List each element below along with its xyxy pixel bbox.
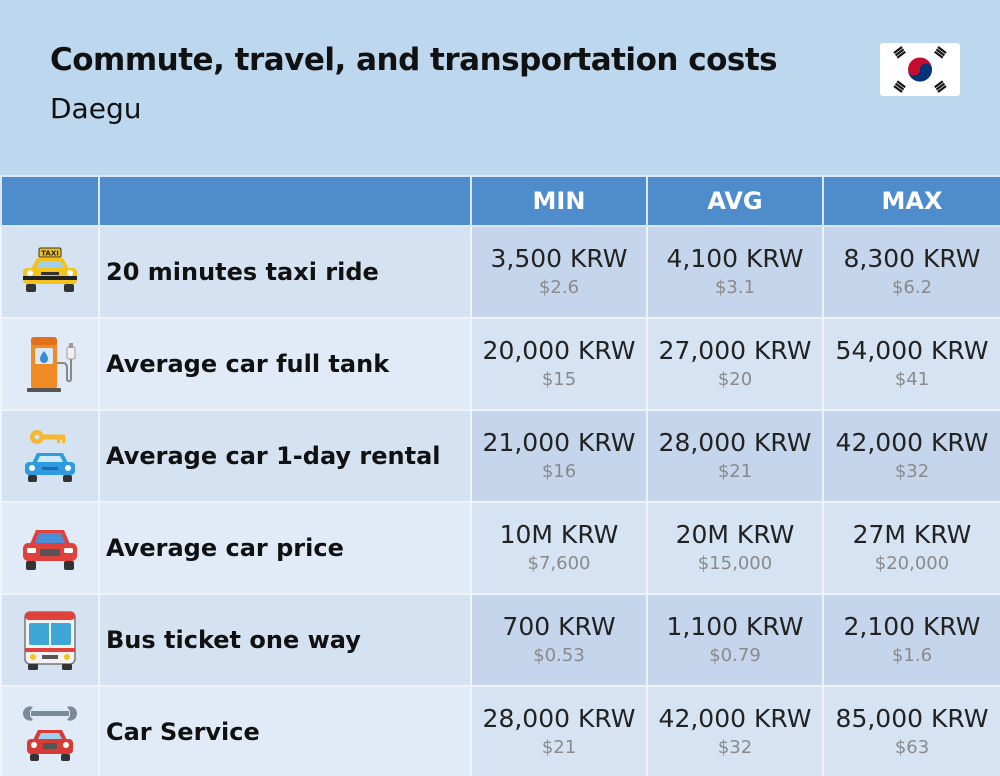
- avg-value-cell: 27,000 KRW $20: [646, 317, 824, 411]
- max-value-cell: 8,300 KRW $6.2: [822, 225, 1000, 319]
- krw-value: 28,000 KRW: [658, 428, 812, 457]
- table-row: Car Service 28,000 KRW $21 42,000 KRW $3…: [0, 685, 1000, 776]
- usd-value: $32: [717, 737, 753, 758]
- usd-value: $63: [894, 737, 930, 758]
- krw-value: 85,000 KRW: [835, 704, 989, 733]
- max-value-cell: 42,000 KRW $32: [822, 409, 1000, 503]
- krw-value: 8,300 KRW: [843, 244, 981, 273]
- usd-value: $32: [894, 461, 930, 482]
- usd-value: $41: [894, 369, 930, 390]
- usd-value: $20,000: [874, 553, 950, 574]
- krw-value: 20,000 KRW: [482, 336, 636, 365]
- header-min: MIN: [470, 175, 648, 227]
- usd-value: $15,000: [697, 553, 773, 574]
- avg-value-cell: 4,100 KRW $3.1: [646, 225, 824, 319]
- min-value-cell: 10M KRW $7,600: [470, 501, 648, 595]
- row-label: 20 minutes taxi ride: [98, 225, 472, 319]
- usd-value: $21: [541, 737, 577, 758]
- krw-value: 3,500 KRW: [490, 244, 628, 273]
- krw-value: 4,100 KRW: [666, 244, 804, 273]
- header-avg: AVG: [646, 175, 824, 227]
- min-value-cell: 20,000 KRW $15: [470, 317, 648, 411]
- max-value-cell: 2,100 KRW $1.6: [822, 593, 1000, 687]
- table-row: Average car price 10M KRW $7,600 20M KRW…: [0, 501, 1000, 595]
- bus-icon: [2, 608, 98, 672]
- avg-value-cell: 28,000 KRW $21: [646, 409, 824, 503]
- table-row: Average car full tank 20,000 KRW $15 27,…: [0, 317, 1000, 411]
- usd-value: $0.53: [533, 645, 585, 666]
- header-max: MAX: [822, 175, 1000, 227]
- fuel-pump-icon: [2, 333, 98, 395]
- usd-value: $6.2: [891, 277, 933, 298]
- row-label: Average car price: [98, 501, 472, 595]
- city-name: Daegu: [50, 92, 142, 125]
- avg-value-cell: 1,100 KRW $0.79: [646, 593, 824, 687]
- row-label: Average car full tank: [98, 317, 472, 411]
- max-value-cell: 54,000 KRW $41: [822, 317, 1000, 411]
- min-value-cell: 28,000 KRW $21: [470, 685, 648, 776]
- krw-value: 27,000 KRW: [658, 336, 812, 365]
- usd-value: $2.6: [538, 277, 580, 298]
- header-icon-column: [0, 175, 100, 227]
- usd-value: $0.79: [709, 645, 761, 666]
- krw-value: 42,000 KRW: [658, 704, 812, 733]
- taxi-icon: TAXI: [2, 247, 98, 297]
- usd-value: $20: [717, 369, 753, 390]
- usd-value: $7,600: [527, 553, 591, 574]
- row-label: Average car 1-day rental: [98, 409, 472, 503]
- table-row: Average car 1-day rental 21,000 KRW $16 …: [0, 409, 1000, 503]
- usd-value: $15: [541, 369, 577, 390]
- max-value-cell: 85,000 KRW $63: [822, 685, 1000, 776]
- car-icon: [2, 522, 98, 574]
- usd-value: $21: [717, 461, 753, 482]
- header-label-column: [98, 175, 472, 227]
- usd-value: $3.1: [714, 277, 756, 298]
- cost-table: MIN AVG MAX TAXI: [0, 175, 1000, 776]
- krw-value: 42,000 KRW: [835, 428, 989, 457]
- avg-value-cell: 42,000 KRW $32: [646, 685, 824, 776]
- min-value-cell: 21,000 KRW $16: [470, 409, 648, 503]
- table-row: TAXI 20 minutes taxi ride 3,500 KRW $2.6: [0, 225, 1000, 319]
- car-service-wrench-icon: [2, 700, 98, 764]
- krw-value: 10M KRW: [499, 520, 619, 549]
- min-value-cell: 700 KRW $0.53: [470, 593, 648, 687]
- south-korea-flag-icon: [880, 43, 960, 96]
- usd-value: $16: [541, 461, 577, 482]
- krw-value: 28,000 KRW: [482, 704, 636, 733]
- row-label: Bus ticket one way: [98, 593, 472, 687]
- krw-value: 21,000 KRW: [482, 428, 636, 457]
- table-header-row: MIN AVG MAX: [0, 175, 1000, 227]
- page-title: Commute, travel, and transportation cost…: [50, 42, 778, 78]
- krw-value: 700 KRW: [502, 612, 616, 641]
- usd-value: $1.6: [891, 645, 933, 666]
- car-rental-key-icon: [2, 427, 98, 485]
- page-header: Commute, travel, and transportation cost…: [0, 0, 1000, 175]
- max-value-cell: 27M KRW $20,000: [822, 501, 1000, 595]
- krw-value: 27M KRW: [852, 520, 972, 549]
- svg-text:TAXI: TAXI: [41, 250, 59, 258]
- table-row: Bus ticket one way 700 KRW $0.53 1,100 K…: [0, 593, 1000, 687]
- avg-value-cell: 20M KRW $15,000: [646, 501, 824, 595]
- krw-value: 1,100 KRW: [666, 612, 804, 641]
- krw-value: 2,100 KRW: [843, 612, 981, 641]
- krw-value: 20M KRW: [675, 520, 795, 549]
- row-label: Car Service: [98, 685, 472, 776]
- krw-value: 54,000 KRW: [835, 336, 989, 365]
- min-value-cell: 3,500 KRW $2.6: [470, 225, 648, 319]
